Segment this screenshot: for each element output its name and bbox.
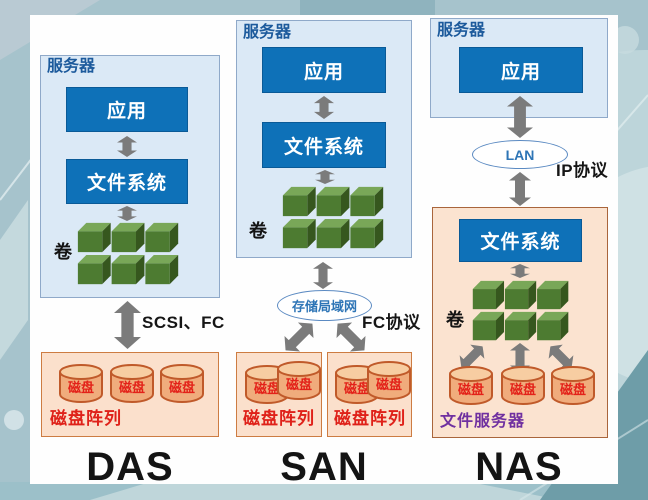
das-disk-2-icon: 磁盘 [110, 364, 154, 403]
nas-lan-fileserver-arrow-icon [509, 172, 531, 206]
nas-fs-volume-arrow-icon [510, 264, 530, 278]
san-volume-label: 卷 [249, 221, 267, 241]
san-array-1-label: 磁盘阵列 [243, 409, 315, 428]
svg-text:磁盘: 磁盘 [560, 382, 586, 397]
svg-text:磁盘: 磁盘 [169, 380, 195, 395]
nas-application-box: 应用 [459, 47, 583, 93]
das-disk-1-icon: 磁盘 [59, 364, 103, 403]
san-filesystem-box: 文件系统 [262, 122, 386, 168]
das-server-disk-arrow-icon [114, 301, 141, 349]
san-app-fs-arrow-icon [314, 96, 334, 119]
san-array1-disk-2-icon: 磁盘 [277, 361, 321, 400]
san-server-network-arrow-icon [313, 262, 333, 289]
nas-volume-cubes-icon [471, 279, 571, 343]
svg-text:磁盘: 磁盘 [376, 377, 402, 392]
das-array-label: 磁盘阵列 [50, 409, 122, 428]
san-volume-cubes-icon [281, 185, 386, 251]
svg-text:磁盘: 磁盘 [344, 381, 370, 396]
nas-volume-label: 卷 [446, 310, 464, 330]
das-volume-cubes-icon [76, 221, 181, 287]
das-title: DAS [86, 445, 174, 489]
san-array-2-label: 磁盘阵列 [334, 409, 406, 428]
nas-app-lan-arrow-icon [507, 96, 533, 138]
san-application-box: 应用 [262, 47, 386, 93]
svg-text:磁盘: 磁盘 [458, 382, 484, 397]
nas-protocol-label: IP协议 [556, 161, 609, 180]
das-bus-label: SCSI、FC [142, 313, 225, 332]
san-protocol-label: FC协议 [362, 313, 421, 332]
san-fs-volume-arrow-icon [315, 170, 335, 184]
nas-file-server-label: 文件服务器 [440, 413, 526, 430]
svg-text:磁盘: 磁盘 [68, 380, 94, 395]
das-disk-3-icon: 磁盘 [160, 364, 204, 403]
nas-filesystem-box: 文件系统 [459, 219, 582, 262]
san-network-ellipse: 存储局域网 [277, 290, 372, 321]
das-volume-label: 卷 [54, 242, 72, 262]
san-array2-disk-2-icon: 磁盘 [367, 361, 411, 400]
nas-server-label: 服务器 [437, 22, 486, 39]
das-application-box: 应用 [66, 87, 188, 132]
nas-disk-3-icon: 磁盘 [551, 366, 595, 405]
nas-lan-ellipse: LAN [472, 140, 568, 169]
svg-text:磁盘: 磁盘 [286, 377, 312, 392]
das-fs-volume-arrow-icon [117, 206, 137, 221]
svg-text:磁盘: 磁盘 [254, 381, 280, 396]
svg-text:磁盘: 磁盘 [510, 382, 536, 397]
san-server-label: 服务器 [243, 24, 292, 41]
san-title: SAN [280, 445, 368, 489]
das-server-label: 服务器 [47, 58, 96, 75]
nas-disk-1-icon: 磁盘 [449, 366, 493, 405]
das-app-fs-arrow-icon [117, 136, 137, 157]
nas-title: NAS [475, 445, 563, 489]
svg-text:磁盘: 磁盘 [119, 380, 145, 395]
das-filesystem-box: 文件系统 [66, 159, 188, 204]
nas-disk-2-icon: 磁盘 [501, 366, 545, 405]
